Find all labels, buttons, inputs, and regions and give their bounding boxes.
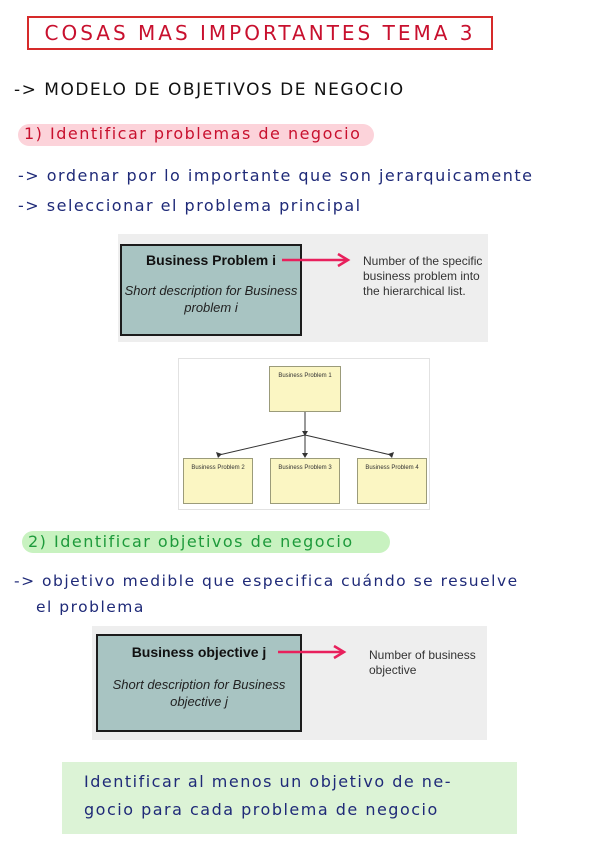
problem-card-desc-2: problem i	[184, 300, 238, 315]
page-title: COSAS MAS IMPORTANTES TEMA 3	[27, 16, 493, 50]
objective-card-desc-2: objective j	[170, 694, 228, 709]
highlight-step1	[18, 124, 374, 146]
objective-note-line-2: objective	[369, 663, 417, 677]
highlight-step2	[22, 531, 390, 553]
arrow-right-icon	[278, 644, 347, 660]
hierarchy-child-node: Business Problem 2	[183, 458, 253, 504]
summary-note: Identificar al menos un objetivo de ne- …	[62, 762, 517, 834]
objective-card-note: Number of business objective	[369, 648, 476, 678]
problem-card-panel: Business Problem i Short description for…	[118, 234, 488, 342]
problem-card: Business Problem i Short description for…	[120, 244, 302, 336]
problem-note-line-1: Number of the specific	[363, 254, 483, 268]
step2-heading: 2) Identificar objetivos de negocio	[28, 532, 354, 551]
hierarchy-root-node: Business Problem 1	[269, 366, 341, 412]
problem-card-title: Business Problem i	[146, 252, 276, 268]
step1-bullet-2: -> seleccionar el problema principal	[18, 196, 362, 215]
arrow-right-icon	[282, 252, 351, 268]
objective-card-title: Business objective j	[131, 644, 267, 660]
objective-card-desc-1: Short description for Business	[112, 677, 286, 692]
problem-note-line-2: business problem into	[363, 269, 480, 283]
objective-card-panel: Business objective j Short description f…	[92, 626, 487, 740]
objective-card: Business objective j Short description f…	[96, 634, 302, 732]
summary-note-line-2: gocio para cada problema de negocio	[84, 800, 439, 819]
hierarchy-child-node: Business Problem 4	[357, 458, 427, 504]
step1-bullet-1: -> ordenar por lo importante que son jer…	[18, 166, 534, 185]
hierarchy-diagram: Business Problem 1 Business Problem 2 Bu…	[178, 358, 430, 510]
summary-note-line-1: Identificar al menos un objetivo de ne-	[84, 772, 453, 791]
problem-card-note: Number of the specific business problem …	[363, 254, 482, 299]
hierarchy-connectors	[216, 412, 394, 458]
step1-heading: 1) Identificar problemas de negocio	[24, 124, 362, 143]
section-heading: -> MODELO DE OBJETIVOS DE NEGOCIO	[14, 80, 405, 100]
step2-bullet-1: -> objetivo medible que especifica cuánd…	[14, 572, 519, 590]
hierarchy-child-node: Business Problem 3	[270, 458, 340, 504]
objective-note-line-1: Number of business	[369, 648, 476, 662]
problem-note-line-3: the hierarchical list.	[363, 284, 466, 298]
step2-bullet-2: el problema	[36, 598, 145, 616]
problem-card-desc-1: Short description for Business	[124, 283, 298, 298]
